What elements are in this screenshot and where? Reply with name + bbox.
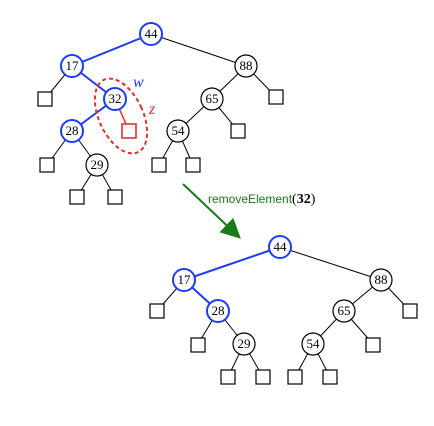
bottom-node-28: 28 [206,299,230,323]
top-node-28: 28 [60,119,84,143]
svg-text:54: 54 [307,336,321,351]
leaf-node [69,189,85,205]
leaf-node [151,157,167,173]
bottom-edges [156,246,411,378]
top-tree: 44 17 88 32 65 28 54 29 [37,22,284,205]
svg-text:29: 29 [91,157,104,172]
bottom-node-54: 54 [301,332,325,356]
bottom-node-88: 88 [369,268,393,292]
svg-text:44: 44 [274,239,288,254]
bottom-tree: 44 17 88 28 65 29 54 [149,235,418,385]
removal-region [93,77,149,155]
leaf-node [37,91,53,107]
operation-open-paren: ( [292,192,297,207]
leaf-node [322,369,338,385]
bottom-node-44: 44 [268,235,292,259]
removed-leaf-z [121,123,137,139]
top-node-88: 88 [234,54,258,78]
transition-arrow [182,183,241,239]
leaf-node [268,89,284,105]
operation-caption: removeElement(32) [208,192,316,207]
top-node-32: 32 [103,87,127,111]
leaf-node [220,369,236,385]
leaf-node [255,369,271,385]
svg-text:28: 28 [212,303,225,318]
operation-argument: 32 [297,192,311,207]
svg-text:65: 65 [338,303,351,318]
svg-text:28: 28 [66,123,79,138]
bottom-node-17: 17 [172,268,196,292]
top-node-44: 44 [139,22,163,46]
leaf-node [107,189,123,205]
marker-w: w [133,74,144,91]
svg-text:65: 65 [206,91,219,106]
leaf-node [149,303,165,319]
bottom-node-29: 29 [232,332,256,356]
marker-z: z [148,101,156,118]
leaf-node [190,337,206,353]
operation-name: removeElement [208,192,293,206]
bottom-node-65: 65 [332,299,356,323]
leaf-node [365,337,381,353]
leaf-node [287,369,303,385]
leaf-node [402,303,418,319]
svg-text:88: 88 [240,58,253,73]
operation-close-paren: ) [311,192,316,207]
svg-text:54: 54 [172,123,186,138]
svg-text:17: 17 [66,58,80,73]
svg-text:88: 88 [375,272,388,287]
leaf-node [185,157,201,173]
top-leaves [37,89,284,205]
bottom-leaves [149,303,418,385]
top-node-29: 29 [85,153,109,177]
svg-text:17: 17 [178,272,192,287]
svg-text:29: 29 [238,336,251,351]
leaf-node [39,157,55,173]
svg-text:32: 32 [109,91,122,106]
top-node-65: 65 [200,87,224,111]
top-node-54: 54 [166,119,190,143]
leaf-node [230,123,246,139]
top-node-17: 17 [60,54,84,78]
svg-text:44: 44 [145,26,159,41]
